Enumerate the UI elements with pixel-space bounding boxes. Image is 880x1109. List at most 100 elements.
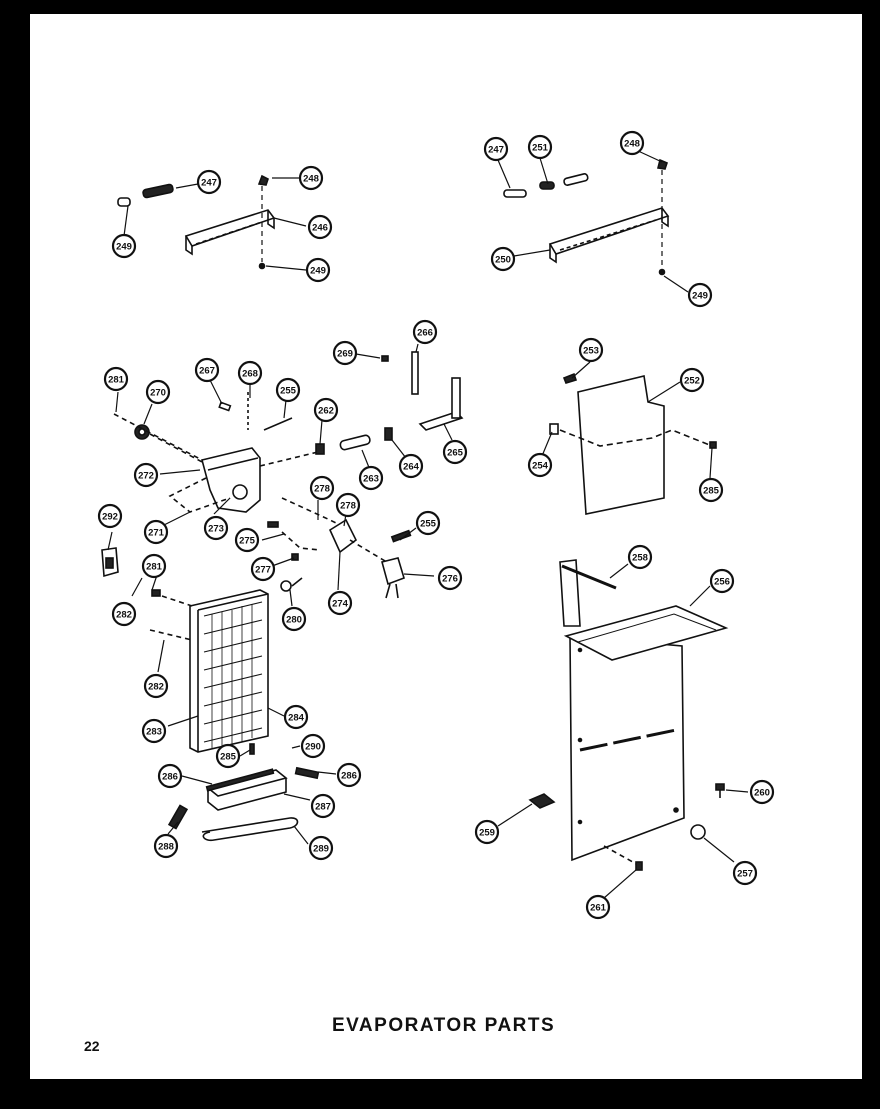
drain-pan-parts <box>167 766 320 842</box>
bracket-assembly <box>113 351 464 599</box>
top-left-rail <box>117 174 276 270</box>
callout-label: 281 <box>108 375 125 386</box>
callout-circle <box>332 340 358 366</box>
callout-circle <box>143 673 169 699</box>
callout-circle <box>490 246 516 272</box>
callout-circle <box>732 860 758 886</box>
callout-label: 270 <box>150 388 166 399</box>
callout-circle <box>305 257 331 283</box>
callout-label: 284 <box>288 713 305 724</box>
callout-249: 249 <box>111 233 137 259</box>
callout-label: 262 <box>318 406 334 417</box>
scan-border-top <box>0 0 880 14</box>
callout-256: 256 <box>709 568 735 594</box>
callout-251: 251 <box>527 134 553 160</box>
callout-label: 269 <box>337 349 353 360</box>
callout-label: 255 <box>280 386 297 397</box>
callout-circle <box>308 835 334 861</box>
callout-label: 267 <box>199 366 215 377</box>
callout-circle <box>578 337 604 363</box>
callout-label: 249 <box>310 266 326 277</box>
callout-285: 285 <box>215 743 241 769</box>
callout-circle <box>358 465 384 491</box>
callout-label: 252 <box>684 376 700 387</box>
callout-262: 262 <box>313 397 339 423</box>
page-number: 22 <box>84 1038 100 1054</box>
callout-circle <box>627 544 653 570</box>
top-right-rail <box>503 158 670 276</box>
callout-circle <box>300 733 326 759</box>
callout-circle <box>698 477 724 503</box>
callout-label: 264 <box>403 462 420 473</box>
callout-268: 268 <box>237 360 263 386</box>
callout-circle <box>412 319 438 345</box>
callout-275: 275 <box>234 527 260 553</box>
callout-circle <box>483 136 509 162</box>
callout-circle <box>141 718 167 744</box>
scan-border-left <box>0 0 30 1109</box>
callout-label: 257 <box>737 869 753 880</box>
callout-label: 248 <box>303 174 319 185</box>
callout-label: 276 <box>442 574 458 585</box>
callout-circle <box>619 130 645 156</box>
callout-248: 248 <box>298 165 324 191</box>
callout-281: 281 <box>141 553 167 579</box>
callout-circle <box>709 568 735 594</box>
callout-label: 256 <box>714 577 730 588</box>
callout-circle <box>398 453 424 479</box>
callout-circle <box>133 462 159 488</box>
callout-247: 247 <box>483 136 509 162</box>
callout-circle <box>313 397 339 423</box>
callout-circle <box>298 165 324 191</box>
callout-circle <box>250 556 276 582</box>
callout-circle <box>203 515 229 541</box>
callout-292: 292 <box>97 503 123 529</box>
callout-circle <box>474 819 500 845</box>
callout-250: 250 <box>490 246 516 272</box>
callout-255: 255 <box>275 377 301 403</box>
callout-label: 248 <box>624 139 640 150</box>
callout-label: 247 <box>488 145 504 156</box>
callout-257: 257 <box>732 860 758 886</box>
callout-287: 287 <box>310 793 336 819</box>
callout-circle <box>153 833 179 859</box>
callout-label: 290 <box>305 742 321 753</box>
callout-label: 265 <box>447 448 464 459</box>
callout-281: 281 <box>103 366 129 392</box>
callout-circle <box>281 606 307 632</box>
callout-circle <box>527 452 553 478</box>
callout-280: 280 <box>281 606 307 632</box>
callout-circle <box>585 894 611 920</box>
callout-284: 284 <box>283 704 309 730</box>
callout-label: 280 <box>286 615 302 626</box>
callout-label: 278 <box>314 484 330 495</box>
rear-panel <box>528 559 729 871</box>
callout-circle <box>145 379 171 405</box>
callout-label: 288 <box>158 842 174 853</box>
callout-285: 285 <box>698 477 724 503</box>
callout-circle <box>749 779 775 805</box>
callout-261: 261 <box>585 894 611 920</box>
upper-cover-panel <box>549 372 717 515</box>
scan-border-bottom <box>0 1079 880 1109</box>
callout-label: 285 <box>703 486 720 497</box>
callout-282: 282 <box>111 601 137 627</box>
callout-label: 246 <box>312 223 328 234</box>
callout-label: 289 <box>313 844 329 855</box>
callout-circle <box>442 439 468 465</box>
callout-253: 253 <box>578 337 604 363</box>
callout-circle <box>336 762 362 788</box>
callout-248: 248 <box>619 130 645 156</box>
callout-label: 253 <box>583 346 599 357</box>
callout-282: 282 <box>143 673 169 699</box>
callout-circle <box>283 704 309 730</box>
callout-label: 263 <box>363 474 379 485</box>
callout-252: 252 <box>679 367 705 393</box>
callout-circle <box>194 357 220 383</box>
callout-circle <box>679 367 705 393</box>
callout-label: 277 <box>255 565 271 576</box>
callout-circle <box>157 763 183 789</box>
callout-label: 282 <box>148 682 164 693</box>
